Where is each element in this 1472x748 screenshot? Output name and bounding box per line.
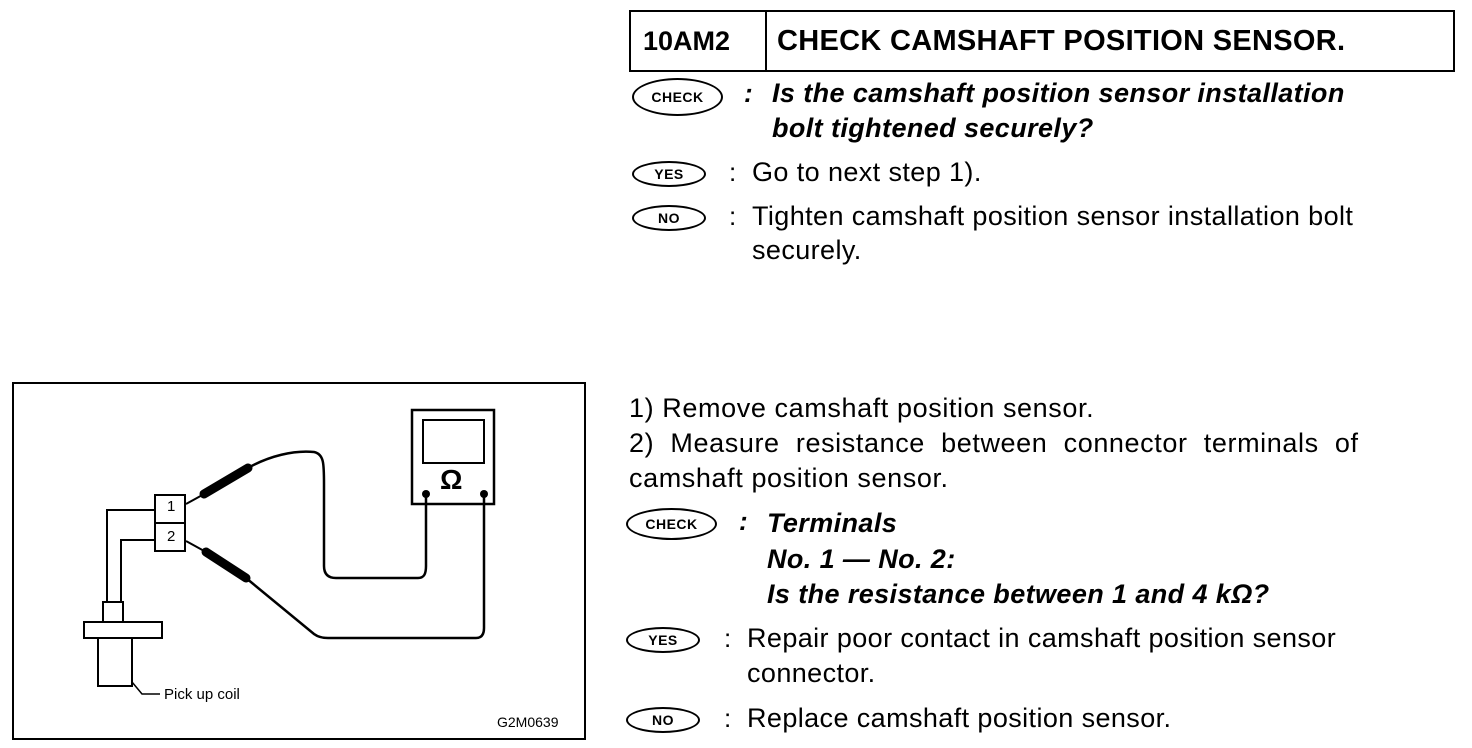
step-title: CHECK CAMSHAFT POSITION SENSOR. — [777, 24, 1346, 57]
no-answer-line1: Tighten camshaft position sensor install… — [752, 201, 1354, 231]
ohm-symbol: Ω — [440, 464, 463, 495]
procedure-step-2-line1: 2) Measure resistance between connector … — [629, 428, 1359, 458]
no-answer-line2: securely. — [752, 235, 862, 265]
check-badge: CHECK — [632, 78, 723, 116]
sensor-wire-1 — [106, 509, 156, 602]
figure-code: G2M0639 — [497, 714, 559, 730]
sensor-flange — [83, 621, 163, 639]
multimeter — [410, 408, 496, 506]
colon: : — [729, 157, 737, 187]
sensor-neck — [102, 601, 124, 623]
yes-badge: YES — [626, 627, 700, 653]
coil-leader — [131, 681, 160, 695]
check-question-line2: bolt tightened securely? — [772, 113, 1094, 143]
multimeter-display — [422, 419, 485, 464]
no-badge: NO — [632, 205, 706, 231]
check-badge: CHECK — [626, 508, 717, 540]
terminal-2-label: 2 — [167, 528, 176, 545]
step-id: 10AM2 — [631, 12, 767, 70]
step-header: 10AM2 CHECK CAMSHAFT POSITION SENSOR. — [629, 10, 1455, 72]
pick-up-coil — [97, 637, 133, 687]
procedure-step-2-line2: camshaft position sensor. — [629, 463, 949, 493]
no-badge: NO — [626, 707, 700, 733]
probe-1 — [199, 463, 253, 499]
wiring-figure: 1 2 Ω Pick up coil G2M0639 — [12, 382, 586, 740]
terminal-1-label: 1 — [167, 498, 176, 515]
colon: : — [724, 703, 732, 733]
sensor-wire-2 — [120, 539, 156, 602]
no-answer: Replace camshaft position sensor. — [747, 703, 1172, 733]
yes-answer-line1: Repair poor contact in camshaft position… — [747, 623, 1337, 653]
colon: : — [744, 78, 753, 108]
yes-answer-line2: connector. — [747, 658, 876, 688]
procedure-step-1: 1) Remove camshaft position sensor. — [629, 393, 1095, 423]
check-terminal-pair: No. 1 — No. 2: — [767, 544, 956, 574]
colon: : — [724, 623, 732, 653]
yes-answer: Go to next step 1). — [752, 157, 982, 187]
yes-badge: YES — [632, 161, 706, 187]
colon: : — [739, 506, 748, 536]
check-terminals: Terminals — [767, 508, 898, 538]
check-resistance-question: Is the resistance between 1 and 4 kΩ? — [767, 579, 1270, 609]
lead-2 — [245, 496, 486, 640]
lead-1 — [247, 450, 428, 580]
probe-2 — [201, 547, 251, 583]
check-question-line1: Is the camshaft position sensor installa… — [772, 78, 1345, 108]
wiring-diagram — [83, 408, 496, 695]
coil-label: Pick up coil — [164, 686, 240, 703]
colon: : — [729, 201, 737, 231]
